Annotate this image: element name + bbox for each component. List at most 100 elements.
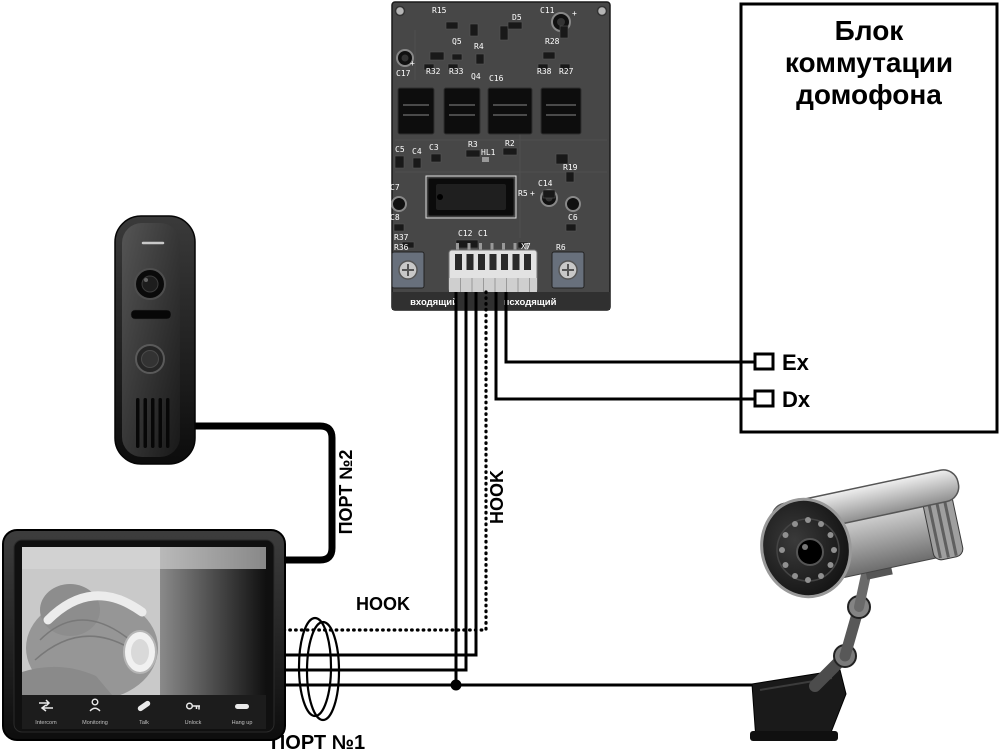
door-station-call-button[interactable]: [135, 344, 165, 374]
wire-hook: [278, 290, 488, 632]
terminal-ex-label: Ex: [782, 350, 810, 375]
pcb-component-label: C11: [540, 6, 555, 15]
trimmer-r6: [551, 251, 585, 289]
pcb-component-label: R2: [505, 139, 515, 148]
menu-item-label: Hang up: [232, 720, 253, 726]
pcb-component-label: C4: [412, 147, 422, 156]
pcb-component-label: C5: [395, 145, 405, 154]
door-station: [114, 215, 196, 465]
trimmer-r36: [391, 251, 425, 289]
pcb-component-label: C3: [429, 143, 439, 152]
indoor-monitor: Intercom Monitoring Talk Unlock: [2, 529, 286, 741]
camera-front-face: [760, 497, 852, 599]
ir-led: [779, 547, 785, 553]
transfer-icon: [39, 699, 53, 712]
pcb-incoming-label: входящий: [410, 297, 458, 308]
camera-bracket: [750, 669, 847, 741]
pcb-component-label: Q5: [452, 37, 462, 46]
pcb-hole: [394, 5, 406, 17]
terminal-ex-square: [753, 352, 775, 371]
ir-led: [827, 532, 834, 538]
terminal-dx-label: Dx: [782, 387, 811, 412]
door-station-camera: [134, 268, 166, 300]
pcb-component-label: C14: [538, 179, 553, 188]
pcb-component-label: +: [410, 59, 415, 68]
pcb-component-label: R28: [545, 37, 560, 46]
camera-lens: [796, 538, 824, 566]
pcb-component-label: +: [530, 189, 535, 198]
monitor-screen: [22, 547, 266, 695]
terminal-dx-square: [753, 389, 775, 408]
pcb-component-label: R3: [468, 140, 478, 149]
camera-arm: [809, 565, 872, 692]
menu-item-label: Intercom: [35, 720, 57, 726]
port1-label: ПОРТ №1: [271, 732, 365, 754]
pcb-component-label: R38: [537, 67, 552, 76]
hook-vertical-label: HOOK: [487, 470, 507, 524]
ir-led: [818, 573, 824, 579]
ir-led: [782, 562, 789, 568]
menu-item-label: Talk: [139, 720, 149, 726]
ic-chips: [397, 87, 582, 135]
menu-item-intercom[interactable]: Intercom: [35, 699, 57, 726]
hook-horizontal-label: HOOK: [356, 594, 410, 614]
switching-unit-title-line2: коммутации: [785, 47, 953, 78]
pcb-component-label: R6: [556, 243, 566, 252]
pcb-component-label: R5: [518, 189, 528, 198]
pcb-component-label: R4: [474, 42, 484, 51]
pcb-component-label: R15: [432, 6, 447, 15]
pcb-component-label: R37: [394, 233, 409, 242]
pcb-hole: [596, 5, 608, 17]
menu-item-talk[interactable]: Talk: [137, 700, 152, 726]
ir-led: [831, 547, 837, 553]
hangup-icon: [235, 704, 249, 709]
menu-item-monitoring[interactable]: Monitoring: [82, 698, 108, 726]
switching-unit-box: Блок коммутации домофона: [739, 2, 999, 434]
hl1-led: [482, 157, 489, 162]
capacitors: [391, 12, 581, 212]
pcb-component-label: +: [572, 9, 577, 18]
ir-led: [792, 521, 798, 527]
pcb-component-label: C12: [458, 229, 473, 238]
pcb-component-label: C7: [390, 183, 400, 192]
cctv-camera: [750, 469, 964, 741]
headphone-band: [43, 591, 147, 625]
pcb-component-label: R27: [559, 67, 574, 76]
menu-item-unlock[interactable]: Unlock: [185, 702, 202, 726]
unit-terminals: Ex Dx: [753, 350, 811, 412]
monitor-menu-bar: Intercom Monitoring Talk Unlock: [22, 695, 266, 729]
door-station-grille: [136, 398, 170, 448]
wire-junction-dot: [450, 679, 462, 691]
wire-ex: [504, 292, 758, 364]
pcb-component-label: R32: [426, 67, 441, 76]
pcb-component-label: X7: [521, 242, 531, 251]
ir-led: [805, 577, 811, 583]
menu-item-label: Unlock: [185, 720, 202, 726]
ir-led: [827, 562, 834, 568]
door-station-speaker: [130, 309, 172, 320]
monitoring-icon: [89, 698, 101, 712]
menu-item-label: Monitoring: [82, 720, 108, 726]
screen-person: [22, 584, 158, 695]
pcb-bottom-strip: [392, 292, 610, 310]
unlock-icon: [185, 702, 200, 710]
port2-label: ПОРТ №2: [336, 450, 356, 535]
ir-led: [782, 532, 789, 538]
pcb-board: входящий исходящий R15D5C11+Q5R4R28C17+R…: [390, 1, 611, 311]
wires: ПОРТ №2 HOOK HOOK ПОРТ №1: [193, 290, 770, 754]
ir-led: [805, 517, 811, 523]
wire-port2: [193, 422, 336, 564]
pcb-component-label: C1: [478, 229, 488, 238]
ir-leds: [779, 517, 837, 583]
menu-item-hangup[interactable]: Hang up: [232, 704, 253, 726]
ir-led: [818, 521, 824, 527]
x7-connector: [448, 243, 538, 293]
cable-loop: [297, 616, 341, 722]
pcb-component-label: C6: [568, 213, 578, 222]
ir-led: [792, 573, 798, 579]
pcb-component-label: R19: [563, 163, 578, 172]
talk-icon: [137, 700, 151, 712]
